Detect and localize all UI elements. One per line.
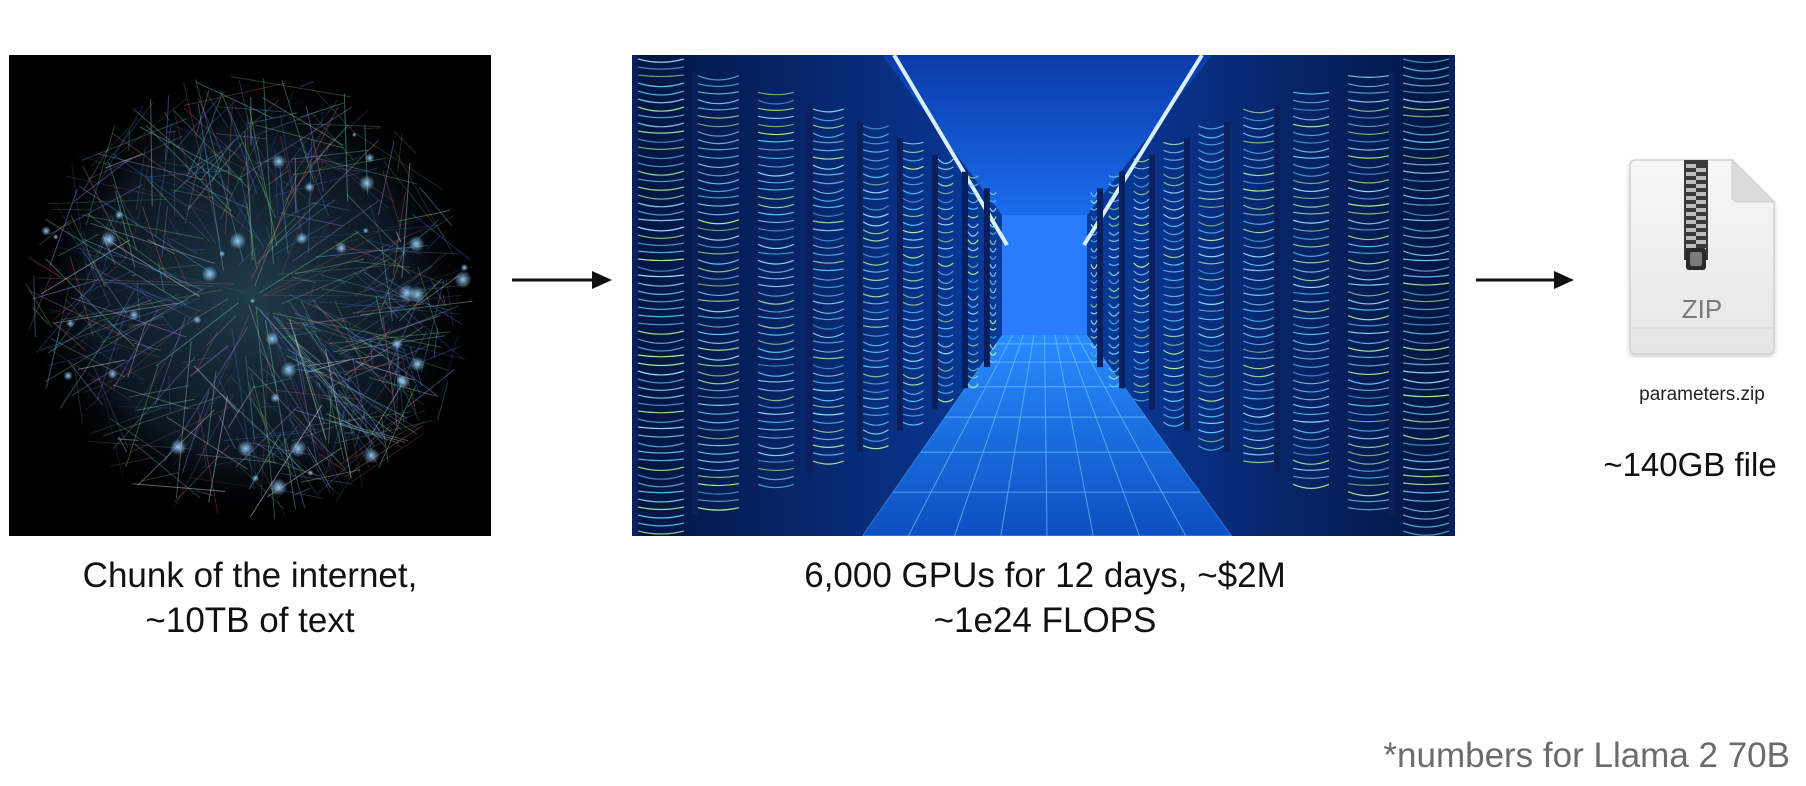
right-arrow-icon [512,268,612,292]
internet-caption: Chunk of the internet, ~10TB of text [20,553,480,643]
gpu-caption-line2: ~1e24 FLOPS [933,601,1157,640]
internet-map-image [9,55,491,536]
internet-map-graphic [9,55,491,536]
file-name-label[interactable]: parameters.zip [1639,384,1765,405]
right-arrow-icon-2 [1476,268,1574,292]
file-size-label: ~140GB file [1603,446,1777,483]
gpu-caption: 6,000 GPUs for 12 days, ~$2M ~1e24 FLOPS [700,553,1390,643]
datacenter-graphic [632,55,1455,536]
internet-caption-line1: Chunk of the internet, [82,556,418,595]
gpu-caption-line1: 6,000 GPUs for 12 days, ~$2M [804,556,1286,595]
zip-label: ZIP [1682,294,1722,324]
internet-caption-line2: ~10TB of text [145,601,355,640]
zip-file-icon[interactable]: ZIP [1626,156,1778,358]
datacenter-image [632,55,1455,536]
footnote: *numbers for Llama 2 70B [1383,736,1790,775]
